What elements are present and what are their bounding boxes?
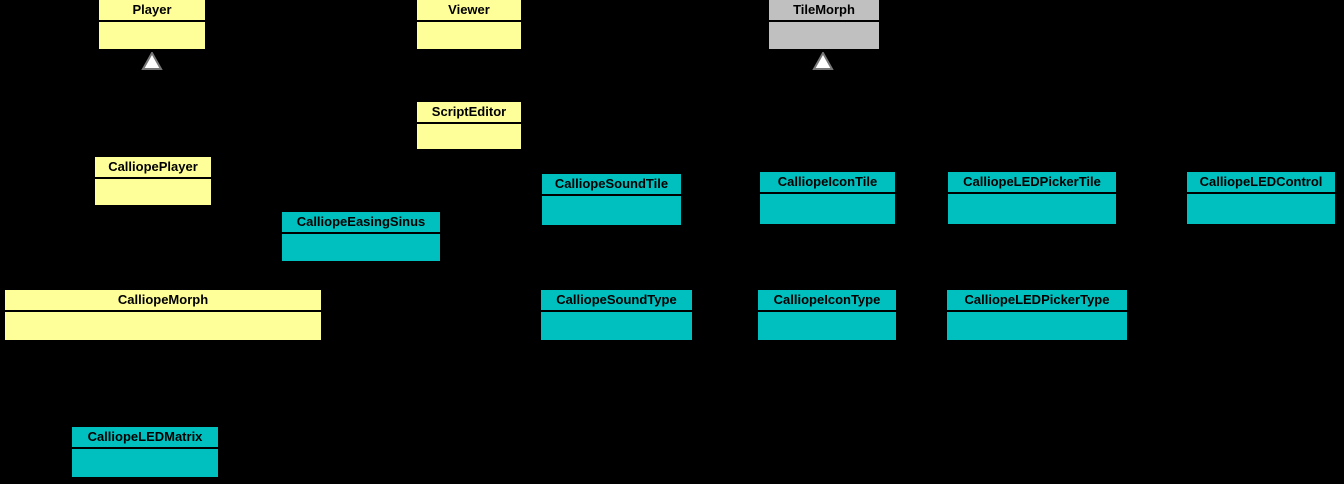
uml-class-calliopesoundtile[interactable]: CalliopeSoundTile	[540, 172, 683, 227]
uml-class-calliopesoundtype[interactable]: CalliopeSoundType	[539, 288, 694, 342]
uml-class-name-calliopeledpickertype: CalliopeLEDPickerType	[947, 290, 1127, 312]
uml-class-attributes-tilemorph	[769, 22, 879, 49]
uml-class-scripteditor[interactable]: ScriptEditor	[415, 100, 523, 151]
uml-class-name-calliopeicontype: CalliopeIconType	[758, 290, 896, 312]
uml-class-calliopeicontype[interactable]: CalliopeIconType	[756, 288, 898, 342]
uml-class-name-viewer: Viewer	[417, 0, 521, 22]
uml-class-attributes-viewer	[417, 22, 521, 49]
uml-class-tilemorph[interactable]: TileMorph	[767, 0, 881, 51]
uml-class-calliopeledmatrix[interactable]: CalliopeLEDMatrix	[70, 425, 220, 479]
uml-class-name-player: Player	[99, 0, 205, 22]
uml-class-calliopeicontile[interactable]: CalliopeIconTile	[758, 170, 897, 226]
uml-class-name-calliopemorph: CalliopeMorph	[5, 290, 321, 312]
uml-class-attributes-calliopesoundtile	[542, 196, 681, 225]
uml-class-attributes-scripteditor	[417, 124, 521, 149]
uml-class-attributes-player	[99, 22, 205, 49]
uml-class-name-calliopeledmatrix: CalliopeLEDMatrix	[72, 427, 218, 449]
uml-class-name-calliopesoundtile: CalliopeSoundTile	[542, 174, 681, 196]
uml-class-calliopeeasingsinus[interactable]: CalliopeEasingSinus	[280, 210, 442, 263]
uml-class-attributes-calliopeledcontrol	[1187, 194, 1335, 224]
generalization-arrow-icon-player	[141, 52, 163, 70]
uml-class-attributes-calliopeledpickertile	[948, 194, 1116, 224]
uml-class-calliopeplayer[interactable]: CalliopePlayer	[93, 155, 213, 207]
uml-class-name-calliopeledcontrol: CalliopeLEDControl	[1187, 172, 1335, 194]
generalization-arrow-icon-tilemorph	[812, 52, 834, 70]
uml-class-name-calliopeplayer: CalliopePlayer	[95, 157, 211, 179]
uml-class-player[interactable]: Player	[97, 0, 207, 51]
uml-class-attributes-calliopeeasingsinus	[282, 234, 440, 261]
uml-class-attributes-calliopemorph	[5, 312, 321, 340]
uml-class-name-calliopeicontile: CalliopeIconTile	[760, 172, 895, 194]
uml-class-name-calliopeledpickertile: CalliopeLEDPickerTile	[948, 172, 1116, 194]
uml-class-attributes-calliopeicontype	[758, 312, 896, 340]
uml-class-attributes-calliopeledpickertype	[947, 312, 1127, 340]
uml-class-name-calliopeeasingsinus: CalliopeEasingSinus	[282, 212, 440, 234]
uml-class-calliopeledpickertype[interactable]: CalliopeLEDPickerType	[945, 288, 1129, 342]
uml-class-calliopeledpickertile[interactable]: CalliopeLEDPickerTile	[946, 170, 1118, 226]
uml-class-calliopemorph[interactable]: CalliopeMorph	[3, 288, 323, 342]
uml-class-name-scripteditor: ScriptEditor	[417, 102, 521, 124]
uml-class-attributes-calliopeledmatrix	[72, 449, 218, 477]
uml-class-attributes-calliopesoundtype	[541, 312, 692, 340]
uml-class-attributes-calliopeplayer	[95, 179, 211, 205]
uml-class-calliopeledcontrol[interactable]: CalliopeLEDControl	[1185, 170, 1337, 226]
uml-class-name-tilemorph: TileMorph	[769, 0, 879, 22]
uml-class-viewer[interactable]: Viewer	[415, 0, 523, 51]
uml-class-attributes-calliopeicontile	[760, 194, 895, 224]
uml-class-name-calliopesoundtype: CalliopeSoundType	[541, 290, 692, 312]
